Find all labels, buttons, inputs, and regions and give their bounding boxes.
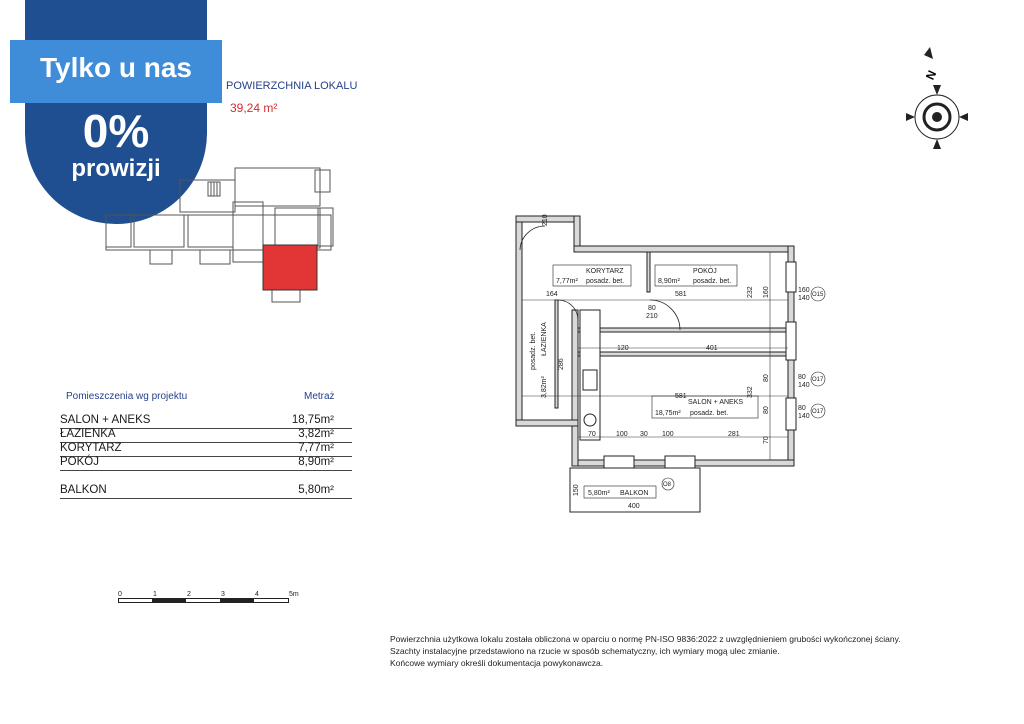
footnote-area-calculation: Powierzchnia użytkowa lokalu została obl…: [390, 634, 901, 644]
room-name: ŁAZIENKA: [60, 428, 116, 440]
scale-label: 2: [187, 591, 191, 598]
dim-80b: 80: [763, 406, 770, 414]
korytarz-area: 7,77m²: [556, 278, 578, 285]
dim-30: 30: [640, 431, 648, 438]
room-area: 8,90m²: [298, 456, 334, 468]
dim-581-mid: 581: [675, 393, 687, 400]
door-210: 210: [646, 313, 658, 320]
room-row: SALON + ANEKS 18,75m²: [60, 414, 352, 429]
scale-bar: [118, 598, 289, 603]
dim-100b: 100: [662, 431, 674, 438]
tag-o17-a: O17: [812, 377, 824, 383]
door-80: 80: [648, 305, 656, 312]
dim-281: 281: [728, 431, 740, 438]
highlighted-apartment: [262, 244, 318, 291]
dim-286: 286: [558, 358, 565, 370]
salon-name: SALON + ANEKS: [688, 399, 743, 406]
dim-120: 120: [617, 345, 629, 352]
area-value: 39,24 m²: [230, 101, 278, 115]
salon-floor: posadz. bet.: [690, 410, 728, 417]
scale-label: 5m: [289, 591, 299, 598]
tag-o15: O15: [812, 292, 824, 298]
footnote-shafts: Szachty instalacyjne przedstawiono na rz…: [390, 646, 780, 656]
scale-label: 4: [255, 591, 259, 598]
room-row: POKÓJ 8,90m²: [60, 456, 352, 471]
promo-subline: prowizji: [71, 155, 161, 182]
room-name: SALON + ANEKS: [60, 414, 151, 426]
lazienka-name: ŁAZIENKA: [541, 322, 548, 356]
dim-160: 160: [763, 286, 770, 298]
dim-164: 164: [546, 291, 558, 298]
dim-210: 210: [542, 214, 549, 226]
room-area: 3,82m²: [298, 428, 334, 440]
scale-label: 1: [153, 591, 157, 598]
dim-100a: 100: [616, 431, 628, 438]
dim-332: 332: [747, 386, 754, 398]
dim-70v: 70: [763, 436, 770, 444]
area-label: POWIERZCHNIA LOKALU: [226, 80, 358, 92]
dim-150: 150: [573, 484, 580, 496]
balkon-name: BALKON: [620, 490, 648, 497]
window-2-w: 80: [798, 374, 806, 381]
lazienka-floor: posadz. bet.: [530, 332, 537, 370]
footnote-final-dimensions: Końcowe wymiary określi dokumentacja pow…: [390, 658, 604, 668]
scale-label: 3: [221, 591, 225, 598]
rooms-table-header: Pomieszczenia wg projektu: [66, 391, 188, 402]
dim-232: 232: [747, 286, 754, 298]
dim-80a: 80: [763, 374, 770, 382]
window-3-w: 80: [798, 405, 806, 412]
promo-ribbon: [10, 40, 222, 103]
room-name: POKÓJ: [60, 456, 99, 468]
rooms-table-metraz-header: Metraż: [304, 391, 335, 402]
compass-icon: N: [906, 47, 968, 149]
window-1-w: 160: [798, 287, 810, 294]
promo-percent: 0%: [82, 105, 150, 157]
promo-headline: Tylko u nas: [40, 52, 192, 83]
pokoj-name: POKÓJ: [693, 266, 717, 275]
pokoj-area: 8,90m²: [658, 278, 680, 285]
tag-o8: O8: [663, 482, 672, 488]
salon-area: 18,75m²: [655, 410, 681, 417]
dim-400: 400: [628, 503, 640, 510]
compass-letter: N: [923, 68, 939, 82]
window-2-h: 140: [798, 382, 810, 389]
floor-plan: KORYTARZ 7,77m² posadz. bet. POKÓJ 8,90m…: [515, 214, 826, 513]
room-name: KORYTARZ: [60, 442, 122, 454]
korytarz-name: KORYTARZ: [586, 268, 624, 275]
pokoj-floor: posadz. bet.: [693, 278, 731, 285]
building-key-plan: [105, 167, 334, 303]
room-area: 5,80m²: [298, 484, 334, 496]
room-name: BALKON: [60, 484, 107, 496]
window-3-h: 140: [798, 413, 810, 420]
korytarz-floor: posadz. bet.: [586, 278, 624, 285]
room-row: KORYTARZ 7,77m²: [60, 442, 352, 457]
tag-o17-b: O17: [812, 409, 824, 415]
scale-label: 0: [118, 591, 122, 598]
dim-70: 70: [588, 431, 596, 438]
window-1-h: 140: [798, 295, 810, 302]
room-area: 18,75m²: [291, 414, 334, 426]
room-area: 7,77m²: [298, 442, 334, 454]
dim-581-top: 581: [675, 291, 687, 298]
balkon-area: 5,80m²: [588, 490, 610, 497]
room-row: ŁAZIENKA 3,82m²: [60, 428, 352, 443]
dim-401: 401: [706, 345, 718, 352]
lazienka-area: 3,82m²: [541, 376, 548, 398]
room-row: BALKON 5,80m²: [60, 484, 352, 499]
